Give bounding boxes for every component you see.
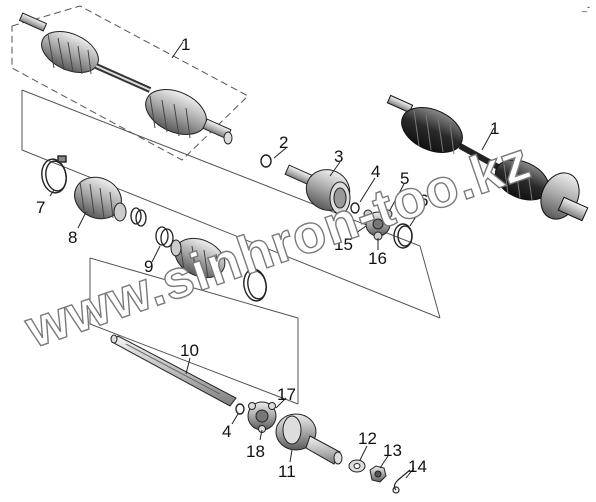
inner-cv-joint-housing [284, 164, 351, 215]
castle-nut [369, 465, 387, 483]
outer-cv-joint-housing [275, 413, 343, 465]
callout-part-5: 5 [400, 169, 409, 188]
cotter-pin [392, 469, 411, 494]
callout-part-18: 18 [246, 442, 265, 461]
callout-part-14: 14 [408, 457, 427, 476]
boot-clamp-outer [243, 268, 267, 302]
washer [348, 459, 366, 473]
callout-part-8: 8 [68, 228, 77, 247]
snap-ring [260, 154, 272, 168]
callout-part-2: 2 [279, 133, 288, 152]
drive-shaft-assembly-left [18, 12, 233, 145]
callout-part-6: 6 [419, 191, 428, 210]
callout-part-13: 13 [383, 441, 402, 460]
callout-part-4-lower: 4 [222, 422, 231, 441]
callout-part-4-upper: 4 [371, 162, 380, 181]
callout-part-3: 3 [334, 147, 343, 166]
outer-cv-bearing [247, 401, 277, 433]
boot-clamp-large [41, 155, 67, 194]
callout-part-11: 11 [278, 462, 296, 481]
callout-part-17: 17 [277, 385, 296, 404]
callout-part-9: 9 [144, 257, 153, 276]
drive-shaft-assembly-right [386, 94, 589, 222]
corner-mark: _- [581, 2, 590, 12]
leader-lines [49, 41, 495, 479]
callout-numbers: 1 1 2 3 4 5 6 7 8 9 10 4 17 18 11 12 13 … [36, 35, 499, 481]
tripod-bearing [363, 209, 393, 241]
callout-part-1-top: 1 [181, 35, 190, 54]
inner-joint-boot [74, 176, 127, 222]
assembly-frame-lower [89, 257, 299, 405]
assembly-frame-middle [21, 89, 441, 319]
callout-part-10: 10 [180, 341, 199, 360]
outer-joint-boot [170, 237, 226, 279]
callout-part-16: 16 [368, 249, 387, 268]
boot-clamp-small [130, 207, 174, 248]
callout-part-1-right: 1 [490, 119, 499, 138]
small-circlip [235, 202, 360, 415]
axle-shaft [110, 334, 237, 407]
retaining-ring [393, 223, 413, 249]
assembly-frame-top [11, 5, 249, 161]
callout-part-7: 7 [36, 198, 45, 217]
callout-part-15: 15 [334, 235, 353, 254]
watermark-text: www.sinhron-too.kz [17, 130, 538, 359]
callout-part-12: 12 [358, 429, 377, 448]
